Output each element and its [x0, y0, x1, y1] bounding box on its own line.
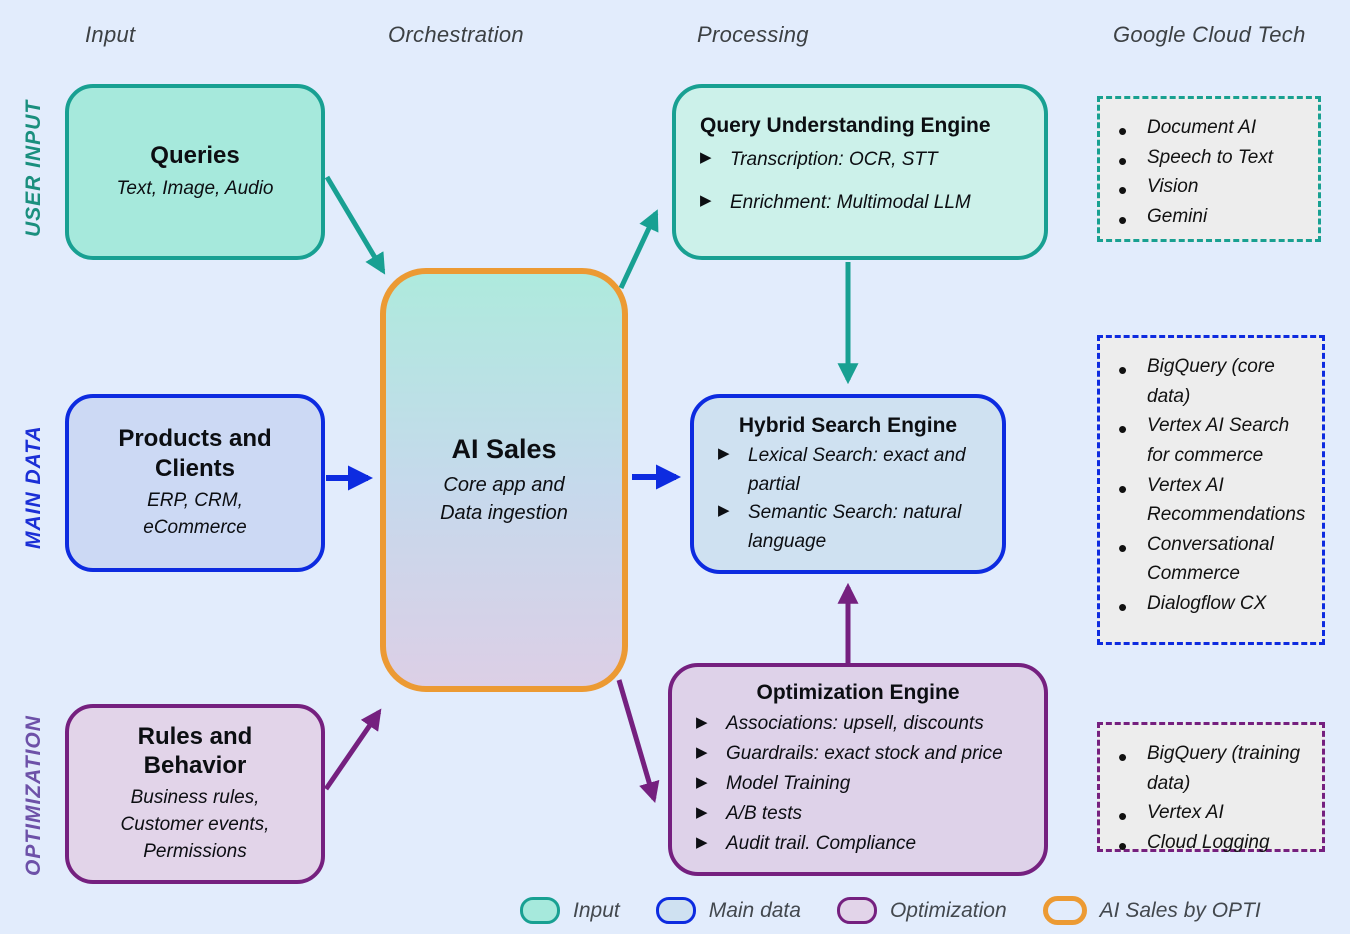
node-products-and-clients: Products and Clients ERP, CRM, eCommerce: [65, 394, 325, 572]
legend-label-optimization: Optimization: [889, 898, 1007, 922]
node-products-subtitle: ERP, CRM, eCommerce: [143, 489, 247, 538]
arrow-queries-to-ai-sales: [324, 175, 386, 275]
optimization-engine-title: Optimization Engine: [756, 681, 960, 704]
row-label-optimization: OPTIMIZATION: [22, 715, 45, 877]
cloud-tech-list-optimization: BigQuery (training data)Vertex AICloud L…: [1097, 722, 1325, 866]
node-ai-sales: AI Sales Core app and Data ingestion: [380, 268, 628, 692]
arrow-ai-sales-to-optimization-engine: [616, 679, 660, 804]
legend-swatch-input: [520, 897, 560, 924]
column-header-orchestration: Orchestration: [388, 22, 524, 47]
row-label-main-data: MAIN DATA: [22, 425, 45, 549]
cloud-tech-item: Conversational Commerce: [1114, 528, 1312, 589]
cloud-tech-list-user-input: Document AISpeech to TextVisionGemini: [1097, 96, 1321, 242]
cloud-tech-item: BigQuery (training data): [1114, 737, 1312, 798]
query-understanding-title: Query Understanding Engine: [700, 114, 991, 137]
node-query-understanding-engine: Query Understanding Engine Transcription…: [672, 84, 1048, 260]
hybrid-search-bullet: Semantic Search: natural language: [718, 499, 978, 556]
column-header-google-cloud-tech: Google Cloud Tech: [1113, 22, 1306, 47]
cloud-tech-item: Vertex AI Recommendations: [1114, 468, 1312, 530]
legend-item-input: Input: [520, 897, 620, 924]
arrow-rules-to-ai-sales: [323, 708, 382, 791]
node-rules-and-behavior: Rules and Behavior Business rules, Custo…: [65, 704, 325, 884]
cloud-tech-item: Speech to Text: [1114, 141, 1308, 181]
hybrid-search-bullet: Lexical Search: exact and partial: [718, 442, 978, 499]
node-queries-subtitle: Text, Image, Audio: [116, 177, 274, 199]
optimization-engine-bullet: Guardrails: exact stock and price: [696, 741, 1020, 768]
optimization-engine-bullet: Audit trail. Compliance: [696, 831, 1020, 858]
column-header-input: Input: [85, 22, 136, 47]
node-queries-title: Queries: [150, 142, 240, 170]
query-understanding-bullet: Transcription: OCR, STT: [700, 146, 1020, 175]
node-products-title: Products and Clients: [118, 425, 272, 482]
arrow-ai-sales-to-query-understanding: [618, 209, 659, 290]
node-rules-title: Rules and Behavior: [137, 722, 253, 780]
cloud-tech-item: Vertex AI: [1114, 796, 1312, 836]
column-header-processing: Processing: [697, 22, 809, 47]
legend-item-optimization: Optimization: [836, 897, 1007, 924]
node-hybrid-search-engine: Hybrid Search Engine Lexical Search: exa…: [690, 394, 1006, 574]
node-queries: Queries Text, Image, Audio: [65, 84, 325, 260]
legend-swatch-main-data: [655, 897, 696, 924]
legend-swatch-optimization: [836, 897, 877, 924]
cloud-tech-main-data-items: BigQuery (core data)Vertex AI Search for…: [1114, 350, 1312, 627]
cloud-tech-item: BigQuery (core data): [1114, 350, 1312, 411]
legend-label-main-data: Main data: [708, 898, 801, 922]
cloud-tech-item: Vertex AI Search for commerce: [1114, 409, 1312, 470]
node-optimization-engine: Optimization Engine Associations: upsell…: [668, 663, 1048, 876]
cloud-tech-item: Cloud Logging: [1114, 826, 1312, 866]
cloud-tech-user-input-items: Document AISpeech to TextVisionGemini: [1114, 111, 1308, 240]
node-ai-sales-subtitle: Core app and Data ingestion: [440, 473, 568, 524]
optimization-engine-bullet: A/B tests: [696, 801, 1020, 828]
legend: Input Main data Optimization AI Sales by…: [520, 896, 1261, 925]
cloud-tech-list-main-data: BigQuery (core data)Vertex AI Search for…: [1097, 335, 1325, 645]
node-rules-subtitle: Business rules, Customer events, Permiss…: [120, 787, 270, 863]
cloud-tech-optimization-items: BigQuery (training data)Vertex AICloud L…: [1114, 737, 1312, 866]
cloud-tech-item: Gemini: [1114, 200, 1308, 240]
optimization-engine-bullet-list: Associations: upsell, discountsGuardrail…: [696, 711, 1020, 858]
hybrid-search-title: Hybrid Search Engine: [738, 414, 958, 437]
query-understanding-bullet: Enrichment: Multimodal LLM: [700, 189, 1020, 218]
legend-item-ai-sales: AI Sales by OPTI: [1042, 896, 1261, 925]
cloud-tech-item: Vision: [1114, 170, 1308, 210]
legend-item-main-data: Main data: [655, 897, 801, 924]
legend-label-ai-sales: AI Sales by OPTI: [1099, 898, 1261, 922]
cloud-tech-item: Document AI: [1114, 111, 1308, 151]
hybrid-search-bullet-list: Lexical Search: exact and partialSemanti…: [718, 442, 978, 556]
row-label-user-input: USER INPUT: [22, 99, 45, 237]
legend-swatch-ai-sales: [1042, 896, 1087, 925]
legend-label-input: Input: [573, 898, 620, 922]
optimization-engine-bullet: Associations: upsell, discounts: [696, 711, 1020, 738]
node-ai-sales-title: AI Sales: [451, 433, 557, 464]
cloud-tech-item: Dialogflow CX: [1114, 587, 1312, 627]
optimization-engine-bullet: Model Training: [696, 771, 1020, 798]
query-understanding-bullet-list: Transcription: OCR, STT Enrichment: Multi…: [700, 146, 1020, 217]
